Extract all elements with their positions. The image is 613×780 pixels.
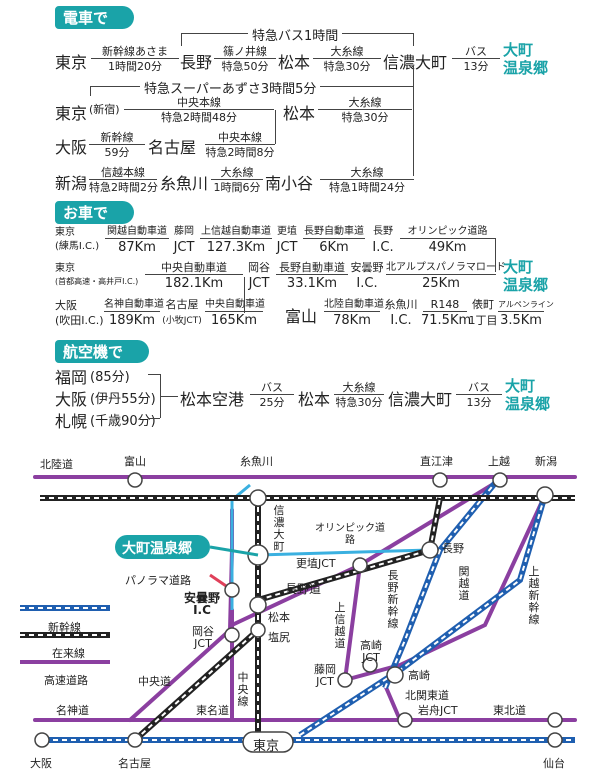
station-shinano-omachi: 信濃大町 <box>383 53 448 72</box>
joshinetsu-road <box>343 563 362 682</box>
super-azusa-label: 特急スーパーあずさ3時間5分 <box>140 78 321 97</box>
section-header-train: 電車で <box>55 6 135 29</box>
destination-label: 大町温泉郷 <box>503 41 549 77</box>
route-map <box>20 472 577 753</box>
kanetsu-road <box>343 493 547 682</box>
station-tokyo: 東京 <box>55 53 88 72</box>
station-nagano: 長野 <box>180 53 213 72</box>
tokyo-node <box>242 731 294 753</box>
section-header-car: お車で <box>55 201 135 224</box>
olympic-road <box>257 548 431 557</box>
map-legend <box>20 605 110 664</box>
omachi-onsen-label: 大町温泉郷 <box>122 541 192 557</box>
express-bus-label: 特急バス1時間 <box>248 25 343 44</box>
station-matsumoto: 松本 <box>278 53 311 72</box>
omachi-onsen-marker <box>115 535 210 559</box>
section-header-plane: 航空機で <box>55 340 150 363</box>
